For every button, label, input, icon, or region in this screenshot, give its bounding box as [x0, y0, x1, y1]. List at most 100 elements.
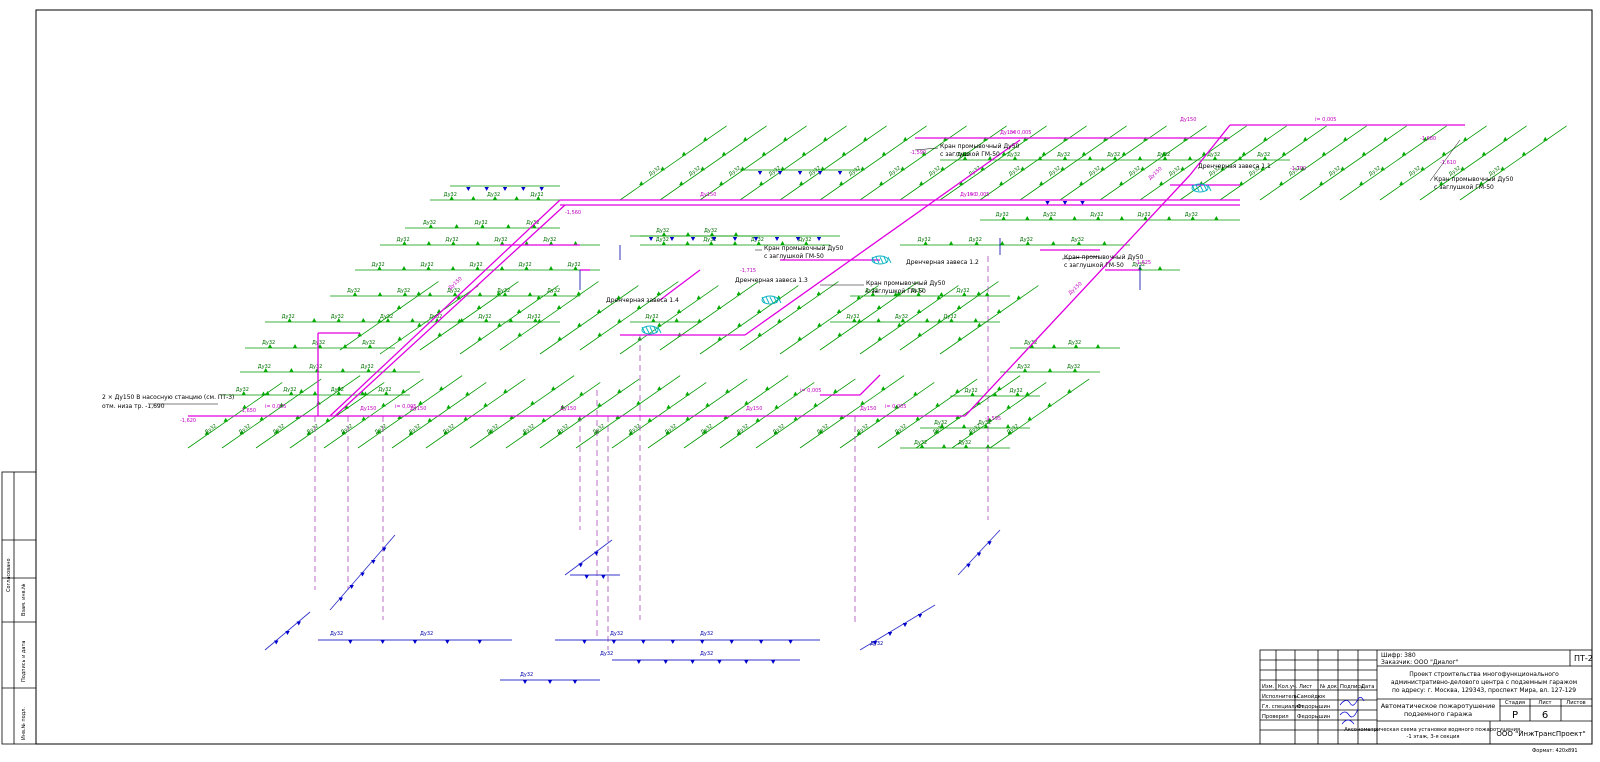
sprinkler-up-icon — [793, 391, 798, 396]
branch-label: Ду32 — [656, 237, 669, 243]
elevation-label: -1,595 — [985, 416, 1001, 422]
sprinkler-up-icon — [463, 416, 468, 421]
sprinkler-up-icon — [366, 368, 371, 372]
sprinkler-up-icon — [895, 430, 901, 435]
main-label: Ду150 — [1000, 130, 1016, 136]
branch-label: Ду32 — [236, 387, 249, 393]
branch-pipe — [1459, 125, 1567, 201]
sprinkler-down-icon — [572, 680, 578, 684]
tb-role-3: Проверил — [1262, 714, 1289, 720]
sprinkler-up-icon — [497, 322, 502, 327]
sprinkler-up-icon — [703, 136, 708, 141]
sprinkler-up-icon — [948, 241, 954, 245]
tb-name-2: Федорышин — [1297, 704, 1330, 710]
branch-label: Ду32 — [645, 314, 658, 320]
sprinkler-up-icon — [860, 400, 865, 405]
main-label: Ду150 — [560, 406, 576, 412]
sprinkler-down-icon — [477, 640, 482, 644]
branch-label: Ду32 — [309, 364, 322, 370]
tb-sheets-header: Листов — [1566, 700, 1585, 706]
sprinkler-down-icon — [360, 572, 365, 577]
tb-drawing-title-2: -1 этаж, 3-я секция — [1407, 734, 1460, 740]
branch-label: Ду32 — [445, 237, 458, 243]
sprinkler-up-icon — [465, 391, 470, 396]
sprinkler-up-icon — [1166, 216, 1172, 220]
sprinkler-up-icon — [961, 424, 967, 428]
sprinkler-up-icon — [560, 404, 565, 409]
branch-pipe — [683, 375, 789, 449]
sprinkler-up-icon — [536, 196, 541, 200]
sprinkler-up-icon — [401, 388, 406, 393]
branch-label: Ду32 — [556, 423, 570, 436]
sprinkler-up-icon — [596, 308, 602, 313]
curtain-stroke — [769, 296, 774, 304]
sprinkler-up-icon — [1143, 216, 1148, 220]
branch-pipe — [255, 375, 361, 449]
branch-label: Ду32 — [258, 364, 271, 370]
sprinkler-up-icon — [1048, 216, 1054, 220]
curtain-ellipse — [871, 255, 889, 265]
sprinkler-up-icon — [361, 318, 366, 322]
sprinkler-up-icon — [361, 416, 366, 421]
sprinkler-up-icon — [410, 318, 415, 322]
sprinkler-up-icon — [484, 318, 489, 322]
sprinkler-up-icon — [352, 292, 358, 296]
branch-label: Ду32 — [362, 340, 375, 346]
branch-pipe — [739, 281, 839, 351]
branch-label: Ду32 — [996, 212, 1009, 218]
sprinkler-up-icon — [736, 291, 741, 296]
tb-drawing-title-1: Аксонометрическая схема установки водяно… — [1344, 727, 1522, 733]
sprinkler-up-icon — [524, 266, 529, 270]
main-pipe — [964, 174, 1191, 417]
sprinkler-up-icon — [996, 308, 1002, 313]
side-stamp-sign: Подпись и дата — [21, 641, 27, 682]
sprinkler-up-icon — [577, 322, 582, 327]
branch-label: Ду32 — [396, 237, 409, 243]
sprinkler-up-icon — [761, 151, 767, 156]
sprinkler-up-icon — [367, 344, 373, 348]
sprinkler-up-icon — [1095, 344, 1101, 348]
sprinkler-up-icon — [685, 416, 690, 421]
sprinkler-up-icon — [863, 136, 868, 141]
sprinkler-up-icon — [239, 430, 245, 435]
sprinkler-up-icon — [1060, 166, 1065, 171]
sprinkler-up-icon — [267, 344, 273, 348]
sheet-border — [35, 9, 1593, 745]
sprinkler-up-icon — [376, 429, 382, 434]
branch-pipe — [699, 285, 799, 355]
sprinkler-up-icon — [615, 415, 620, 420]
sprinkler-up-icon — [1343, 136, 1348, 141]
branch-label: Ду32 — [1020, 237, 1033, 243]
branch-label: Ду32 — [497, 288, 510, 294]
sprinkler-down-icon — [1062, 201, 1068, 205]
sprinkler-down-icon — [371, 560, 376, 564]
side-stamp — [1, 471, 37, 745]
branch-pipe — [899, 125, 1007, 201]
sprinkler-down-icon — [466, 187, 471, 191]
curtain-stroke — [649, 326, 654, 334]
sprinkler-up-icon — [459, 318, 464, 322]
main-label: Ду150 — [360, 406, 376, 412]
branch-label: Ду32 — [592, 423, 606, 436]
branch-label: Ду32 — [1007, 152, 1020, 158]
sprinkler-up-icon — [1399, 181, 1404, 186]
branch-label: Ду32 — [1067, 364, 1080, 370]
branch-label: Ду32 — [965, 388, 978, 394]
slope-label: i= 0,005 — [800, 388, 821, 394]
branch-pipe — [221, 378, 322, 449]
tb-company: ООО "ИнжТрансПроект" — [1496, 730, 1585, 738]
branch-label: Ду32 — [444, 192, 457, 198]
sprinkler-up-icon — [492, 196, 498, 200]
sprinkler-up-icon — [556, 304, 562, 309]
drencher-curtain-icon — [761, 295, 782, 305]
sprinkler-up-icon — [500, 241, 505, 245]
sprinkler-up-icon — [919, 181, 924, 186]
tb-col-izm: Изм. — [1262, 684, 1275, 690]
sprinkler-up-icon — [665, 430, 671, 435]
branch-pipe — [425, 378, 526, 449]
branch-label: Ду32 — [527, 314, 540, 320]
sprinkler-down-icon — [1080, 201, 1085, 205]
sprinkler-down-icon — [1045, 201, 1050, 205]
sprinkler-down-icon — [412, 640, 418, 644]
